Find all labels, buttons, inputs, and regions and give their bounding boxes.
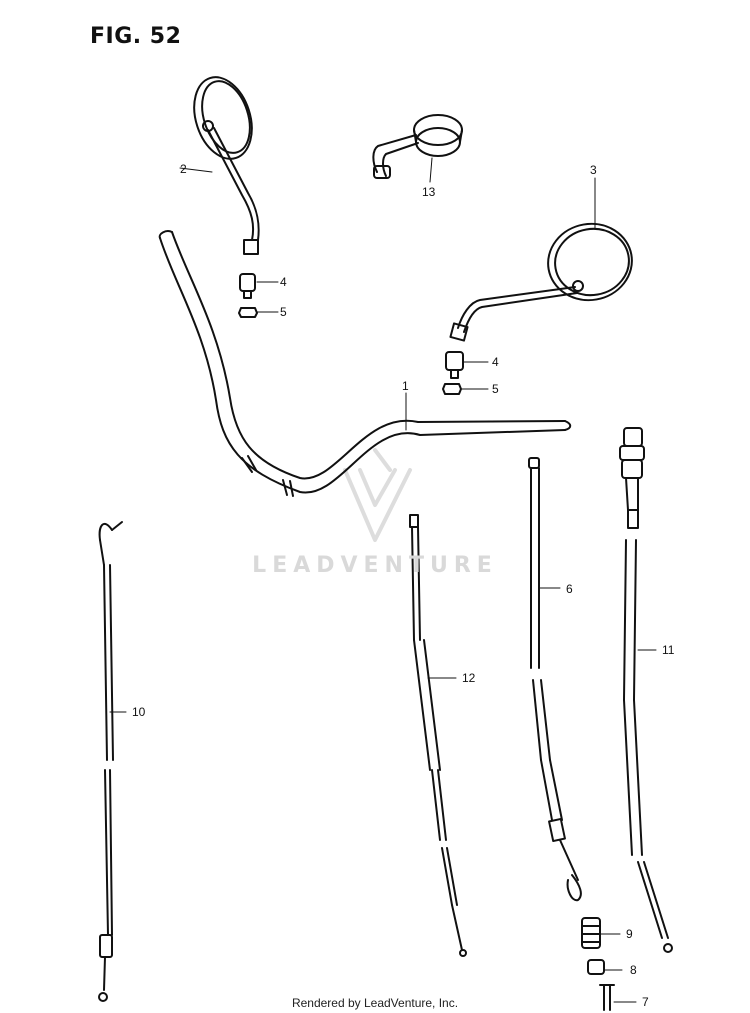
screw-7 xyxy=(599,984,615,1011)
callout-1: 1 xyxy=(402,379,409,393)
callout-11: 11 xyxy=(662,643,675,657)
callout-5-right: 5 xyxy=(492,382,499,396)
callout-3: 3 xyxy=(590,163,597,177)
watermark-text: LEADVENTURE xyxy=(252,553,498,578)
mirror-adapter-right xyxy=(445,351,464,379)
leadventure-logo-icon xyxy=(343,448,412,542)
handlebar xyxy=(158,230,572,497)
callout-6: 6 xyxy=(566,582,573,596)
callout-8: 8 xyxy=(630,963,637,977)
figure-title: FIG. 52 xyxy=(90,24,182,49)
mirror-right xyxy=(449,222,633,342)
callout-labels: 1 2 3 4 5 4 5 6 7 8 9 10 11 12 13 xyxy=(132,162,675,1009)
callout-13: 13 xyxy=(422,185,436,199)
nut-8 xyxy=(587,959,605,975)
callout-7: 7 xyxy=(642,995,649,1009)
callout-10: 10 xyxy=(132,705,146,719)
cable-11 xyxy=(619,427,673,953)
cable-6 xyxy=(528,457,582,902)
callout-4-left: 4 xyxy=(280,275,287,289)
gauge xyxy=(372,114,463,179)
leader-lines xyxy=(109,157,657,1003)
footer-credit: Rendered by LeadVenture, Inc. xyxy=(291,996,459,1010)
adjuster-9 xyxy=(581,917,601,949)
cable-10 xyxy=(98,521,123,1002)
nut-right xyxy=(442,383,462,395)
mirror-left xyxy=(193,76,260,255)
callout-2: 2 xyxy=(180,162,187,176)
nut-left xyxy=(238,307,258,318)
cable-12 xyxy=(409,514,467,957)
callout-4-right: 4 xyxy=(492,355,499,369)
callout-12: 12 xyxy=(462,671,476,685)
callout-9: 9 xyxy=(626,927,633,941)
callout-5-left: 5 xyxy=(280,305,287,319)
mirror-adapter-left xyxy=(239,273,256,299)
